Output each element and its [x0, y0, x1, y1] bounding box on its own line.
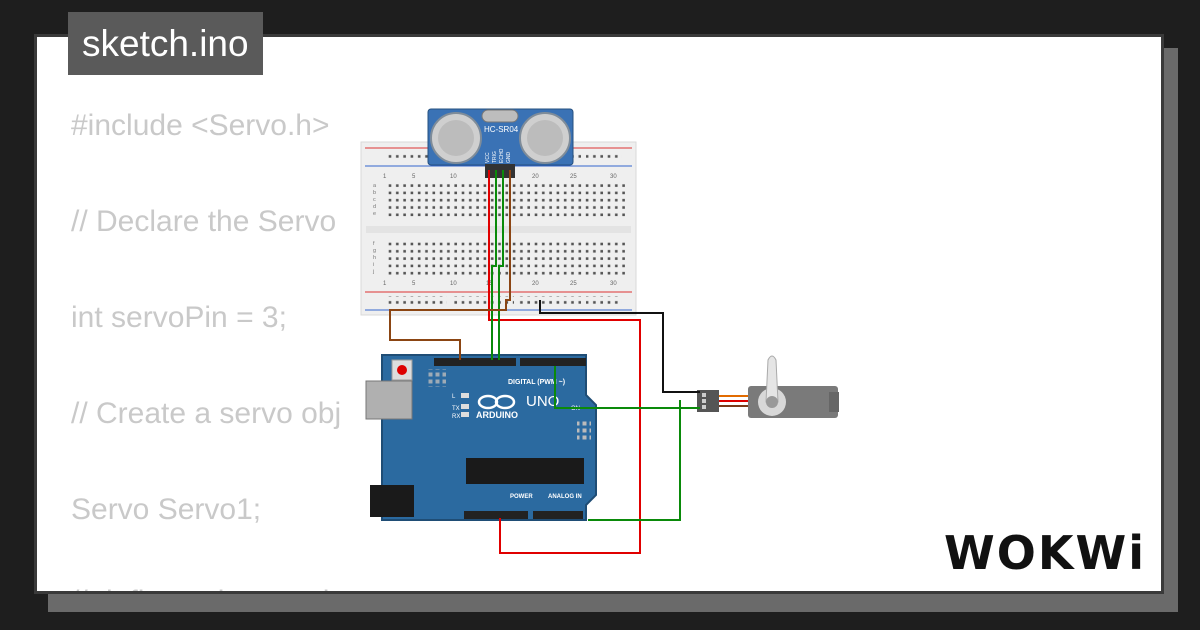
- col-number: 1: [383, 281, 387, 287]
- analog-label: ANALOG IN: [548, 494, 582, 500]
- servo-motor: [697, 355, 839, 418]
- code-line: // Declare the Servo: [71, 205, 337, 238]
- wires: [389, 170, 700, 554]
- row-letter: e: [373, 211, 376, 217]
- col-number: 5: [412, 174, 416, 180]
- col-number: 30: [610, 281, 617, 287]
- sensor-pin-label: VCC: [485, 152, 491, 163]
- col-number: 25: [570, 281, 577, 287]
- sensor-label: HC-SR04: [484, 125, 519, 134]
- code-line: #include <Servo.h>: [71, 109, 330, 142]
- code-line: // defines pins numbers: [71, 585, 381, 591]
- code-line: Servo Servo1;: [71, 493, 262, 526]
- row-letter: g: [373, 248, 376, 254]
- code-line: // Create a servo obj: [71, 397, 342, 430]
- col-number: 20: [532, 174, 539, 180]
- col-number: 30: [610, 174, 617, 180]
- row-letter: i: [373, 262, 374, 268]
- rx-label: RX: [452, 414, 460, 420]
- col-number: 20: [532, 281, 539, 287]
- col-number: 1: [383, 174, 387, 180]
- arduino-brand: ARDUINO: [476, 410, 518, 420]
- ultrasonic-sensor: HC-SR04 VCC TRIG ECHO GND: [427, 108, 574, 178]
- uno-label: UNO: [526, 393, 559, 410]
- power-label: POWER: [510, 494, 533, 500]
- code-line: int servoPin = 3;: [71, 301, 287, 334]
- row-letter: f: [373, 241, 375, 247]
- wokwi-logo: WOKWi: [944, 526, 1146, 580]
- row-letter: a: [373, 183, 377, 189]
- sensor-pin-label: GND: [506, 152, 512, 164]
- row-letter: h: [373, 255, 376, 261]
- sensor-pin-label: ECHO: [499, 148, 505, 163]
- arduino-uno: DIGITAL (PWM ~) ARDUINO UNO L TX RX ON P…: [365, 354, 597, 521]
- l-led-label: L: [452, 394, 456, 400]
- col-number: 10: [450, 174, 457, 180]
- row-letter: b: [373, 190, 376, 196]
- col-number: 10: [450, 281, 457, 287]
- col-number: 25: [570, 174, 577, 180]
- digital-label: DIGITAL (PWM ~): [508, 379, 565, 386]
- tx-label: TX: [452, 406, 460, 412]
- file-tab[interactable]: sketch.ino: [68, 12, 263, 75]
- col-number: 5: [412, 281, 416, 287]
- row-letter: d: [373, 204, 376, 210]
- sensor-pin-label: TRIG: [492, 151, 498, 163]
- row-letter: c: [373, 197, 376, 203]
- row-letter: j: [372, 269, 374, 275]
